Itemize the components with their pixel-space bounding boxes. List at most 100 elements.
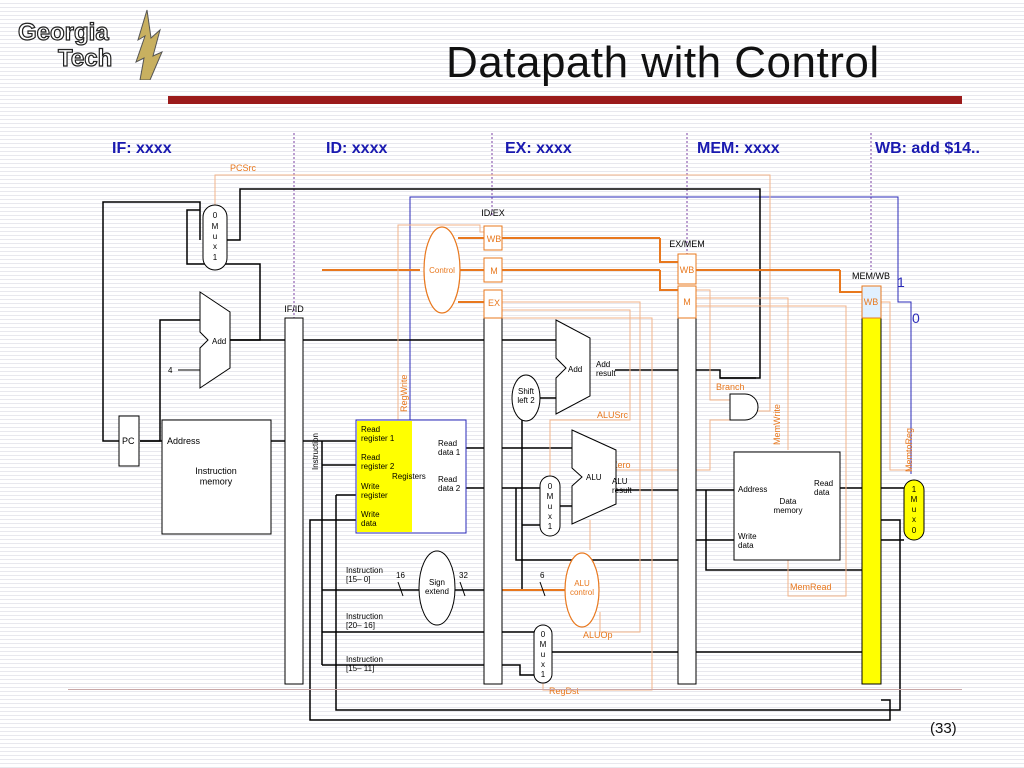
memtoreg-value-0: 0 <box>912 310 920 326</box>
svg-text:u: u <box>548 502 552 511</box>
pc-adder <box>199 291 231 389</box>
register-file-inputs-highlight <box>357 421 412 532</box>
registers-label: Registers <box>392 472 426 481</box>
instruction-memory <box>161 419 272 535</box>
wb-write-reg <box>309 519 891 721</box>
regdst-mux <box>533 624 553 684</box>
instruction-label: Instruction <box>311 433 320 470</box>
memwrite-label: MemWrite <box>772 404 782 445</box>
pc-mux-letters: 0 M u x 1 <box>212 211 219 262</box>
svg-text:u: u <box>213 232 217 241</box>
alusrc-mux <box>539 475 561 537</box>
ex-mem-wb-field <box>677 253 697 285</box>
georgia-tech-logo: Georgia Tech <box>14 8 164 81</box>
exmem-wb-bend <box>839 270 862 293</box>
control-unit <box>423 226 461 314</box>
memtoreg-wire <box>881 301 912 471</box>
rd2-to-exmem <box>515 488 678 561</box>
pc-adder-label: Add <box>212 337 226 346</box>
alusrc-label: ALUSrc <box>597 410 629 420</box>
se-to-shift <box>502 420 523 591</box>
branch-adder-label: Add <box>568 365 582 374</box>
stage-label-wb: WB: add $14.. <box>875 140 980 157</box>
svg-text:x: x <box>541 660 545 669</box>
memtoreg-mux-letters: 1 M u x 0 <box>911 485 918 535</box>
ex-mem-label: EX/MEM <box>669 239 705 249</box>
regdst-label: RegDst <box>549 686 580 696</box>
svg-text:0: 0 <box>912 526 917 535</box>
svg-text:0: 0 <box>541 630 546 639</box>
im-address-label: Address <box>167 436 201 446</box>
pc-mux <box>202 204 228 271</box>
stage-label-id: ID: xxxx <box>326 140 387 157</box>
alu-control-unit <box>564 552 600 628</box>
mem-wb-register <box>861 317 882 685</box>
svg-text:x: x <box>548 512 552 521</box>
pc-loop-wire <box>102 201 201 442</box>
svg-text:0: 0 <box>548 482 553 491</box>
branch-and-gate <box>729 393 759 421</box>
title-underline-bar <box>168 96 962 104</box>
pcsrc-label: PCSrc <box>230 163 257 173</box>
svg-text:1: 1 <box>541 670 546 679</box>
control-label: Control <box>429 266 455 275</box>
stage-label-ex: EX: xxxx <box>505 140 572 157</box>
mem-wb-wb-field <box>861 285 882 319</box>
data-memory <box>733 451 841 561</box>
logo-line1: Georgia <box>18 19 109 46</box>
id-ex-label: ID/EX <box>481 208 505 218</box>
svg-text:x: x <box>213 242 217 251</box>
width-32-tick <box>459 581 466 597</box>
mem-wb-label: MEM/WB <box>852 271 890 281</box>
stage-label-if: IF: xxxx <box>112 140 172 157</box>
branch-adder <box>555 319 591 415</box>
memwrite-wire <box>696 297 789 450</box>
instr-15-11-label: Instruction[15– 11] <box>346 655 383 673</box>
slide-title: Datapath with Control <box>446 38 880 87</box>
memtoreg-value-1: 1 <box>897 274 905 290</box>
branch-target-wire <box>696 369 756 379</box>
svg-text:x: x <box>912 515 916 524</box>
idex-m-bend <box>659 270 678 291</box>
id-ex-m-field <box>483 257 503 283</box>
constant-four: 4 <box>168 366 173 375</box>
aluop-wire <box>502 301 641 633</box>
svg-text:M: M <box>212 222 219 231</box>
regdst-mux-letters: 0 M u x 1 <box>540 630 547 679</box>
addr-bypass <box>705 490 862 571</box>
pc-label: PC <box>122 436 135 446</box>
aluop-label: ALUOp <box>583 630 613 640</box>
id-ex-wb-label: WB <box>487 234 502 244</box>
branch-ctrl <box>696 289 730 401</box>
instr-15-0-label: Instruction[15– 0] <box>346 566 383 584</box>
ex-mem-wb-label: WB <box>680 265 695 275</box>
blue-control-loop <box>409 196 912 474</box>
ex-mem-register <box>677 317 697 685</box>
svg-text:M: M <box>911 495 918 504</box>
width-6-label: 6 <box>540 571 545 580</box>
footer-divider <box>68 689 962 690</box>
idex-wb-bend <box>659 238 678 263</box>
svg-text:0: 0 <box>213 211 218 220</box>
alu <box>571 429 617 525</box>
mem-wb-wb-label: WB <box>864 297 879 307</box>
svg-text:u: u <box>541 650 545 659</box>
stage-label-mem: MEM: xxxx <box>697 140 780 157</box>
logo-line2: Tech <box>58 45 112 72</box>
memread-wire <box>696 305 847 597</box>
if-id-register <box>284 317 304 685</box>
svg-text:u: u <box>912 505 916 514</box>
id-ex-wb-field <box>483 225 503 251</box>
